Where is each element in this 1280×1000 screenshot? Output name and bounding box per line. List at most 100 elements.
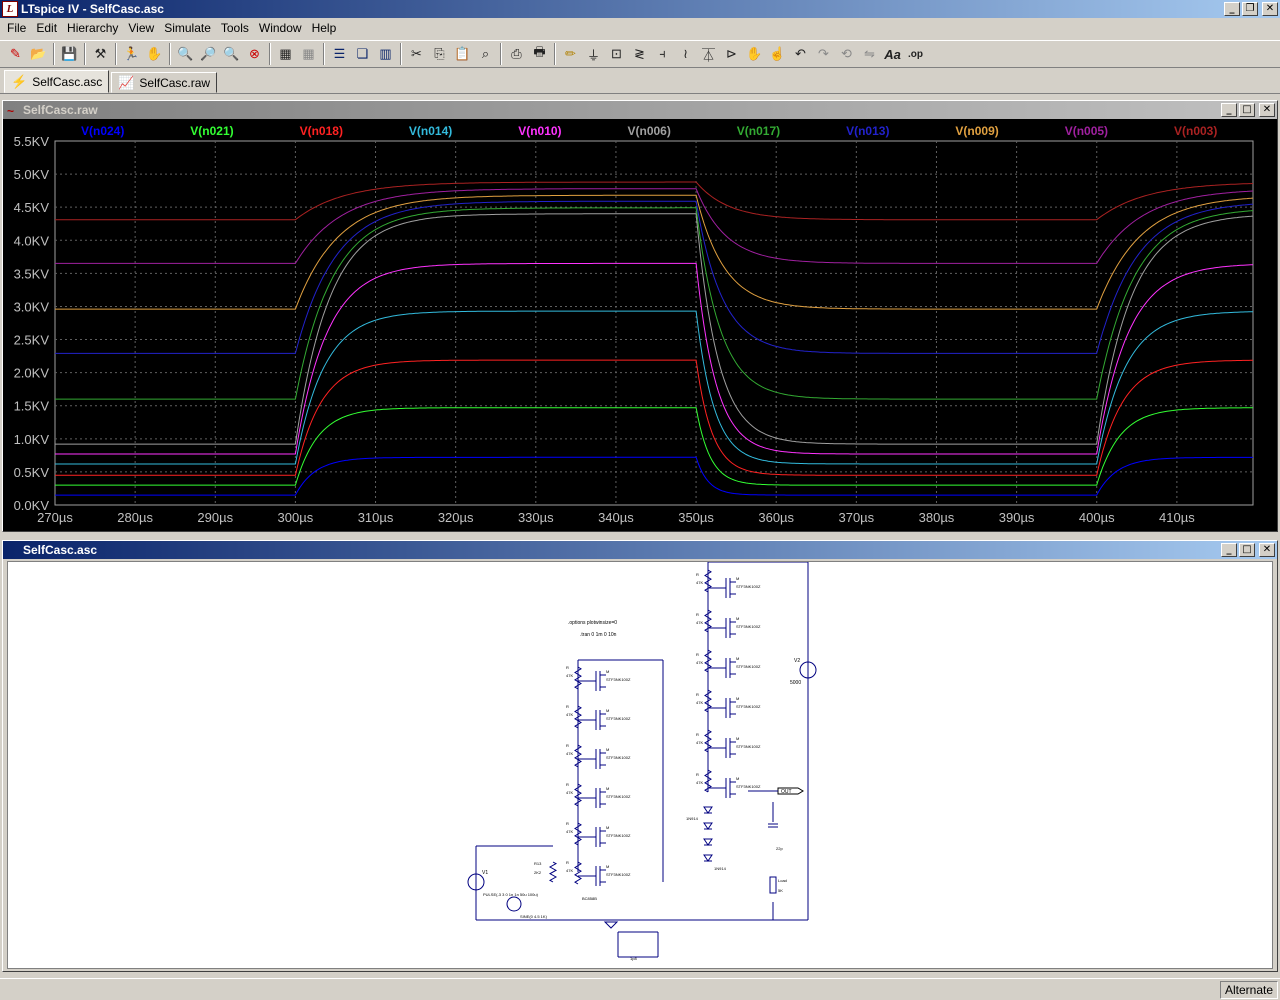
undo-icon[interactable]: ↶ bbox=[795, 46, 806, 61]
toolbar-separator bbox=[500, 43, 502, 65]
y-tick-label: 5.0KV bbox=[14, 167, 50, 182]
print-icon[interactable]: 🖶 bbox=[533, 44, 546, 59]
capacitor-icon[interactable]: ⫞ bbox=[659, 46, 666, 61]
schematic-maximize-button[interactable]: □ bbox=[1239, 543, 1255, 557]
text-icon[interactable]: Aa bbox=[884, 46, 901, 62]
spice-directive-icon[interactable]: .op bbox=[908, 48, 923, 60]
mosfet-label: M bbox=[606, 747, 609, 752]
schematic-icon: ⚡ bbox=[11, 73, 28, 89]
resistor-ref: R bbox=[566, 665, 569, 670]
copy-icon[interactable]: ⎘ bbox=[434, 46, 445, 61]
menu-edit[interactable]: Edit bbox=[36, 21, 58, 35]
mirror-icon[interactable]: ⇋ bbox=[864, 46, 875, 61]
waveform-maximize-button[interactable]: □ bbox=[1239, 103, 1255, 117]
open-folder-icon[interactable]: 📂 bbox=[30, 46, 47, 61]
run-icon[interactable]: 🏃 bbox=[123, 46, 140, 61]
schematic-close-button[interactable]: ✕ bbox=[1259, 543, 1275, 557]
trace-vn013 bbox=[55, 200, 1254, 354]
drag-hand-icon[interactable]: ☝ bbox=[769, 46, 786, 61]
draw-wire-icon[interactable]: ✏ bbox=[565, 46, 576, 61]
waveform-close-button[interactable]: ✕ bbox=[1259, 103, 1275, 117]
halt-hand-icon[interactable]: ✋ bbox=[146, 46, 163, 61]
menu-view[interactable]: View bbox=[128, 21, 155, 35]
find-binoculars-icon[interactable]: ⌕ bbox=[481, 46, 490, 61]
rotate-icon[interactable]: ⟲ bbox=[841, 46, 852, 61]
mosfet-label: M bbox=[606, 786, 609, 791]
mosfet-label: M bbox=[606, 669, 609, 674]
resistor-value: 47K bbox=[696, 780, 703, 785]
save-icon[interactable]: 💾 bbox=[61, 46, 78, 61]
x-tick-label: 300µs bbox=[278, 510, 314, 525]
tab-selfcasc-asc[interactable]: ⚡ SelfCasc.asc bbox=[4, 70, 110, 93]
q1-model: BC858B bbox=[582, 896, 597, 901]
waveform-window-title-bar[interactable]: ~ SelfCasc.raw _ □ ✕ bbox=[3, 101, 1277, 119]
tab-selfcasc-raw[interactable]: 📈 SelfCasc.raw bbox=[111, 72, 218, 93]
component-icon[interactable]: ⊳ bbox=[726, 46, 737, 61]
x-tick-label: 380µs bbox=[919, 510, 955, 525]
menu-window[interactable]: Window bbox=[258, 21, 302, 35]
schematic-window-title-bar[interactable]: SelfCasc.asc _ □ ✕ bbox=[3, 541, 1277, 559]
cascade-icon[interactable]: ❏ bbox=[356, 46, 369, 61]
spice-directive: .options plotwinsize=0 bbox=[568, 620, 617, 626]
mosfet-model: STF3NK100Z bbox=[736, 784, 761, 789]
inductor-icon[interactable]: ≀ bbox=[683, 46, 688, 61]
trace-vn010 bbox=[55, 262, 1254, 455]
legend-entry: V(n018) bbox=[300, 124, 343, 138]
pan-icon[interactable]: 🔎 bbox=[200, 46, 217, 61]
control-panel-hammer-icon[interactable]: ⚒ bbox=[94, 46, 107, 61]
tile-vertical-icon[interactable]: ▥ bbox=[379, 46, 392, 61]
cut-icon[interactable]: ✂ bbox=[411, 46, 422, 61]
y-tick-label: 1.5KV bbox=[14, 399, 50, 414]
grid-icon[interactable]: ▦ bbox=[302, 46, 315, 61]
new-schematic-icon[interactable]: ✎ bbox=[10, 46, 21, 61]
mosfet-model: STF3NK100Z bbox=[736, 664, 761, 669]
mosfet-label: M bbox=[736, 616, 739, 621]
main-toolbar: ✎ 📂 💾 ⚒ 🏃 ✋ 🔍 🔎 🔍 ⊗ ▦ ▦ ☰ ❏ ▥ ✂ ⎘ 📋 ⌕ ⎙ … bbox=[0, 40, 1280, 68]
waveform-minimize-button[interactable]: _ bbox=[1221, 103, 1237, 117]
move-hand-icon[interactable]: ✋ bbox=[746, 46, 763, 61]
legend-entry: V(n013) bbox=[846, 124, 889, 138]
resistor-value: 47K bbox=[566, 868, 573, 873]
redo-icon[interactable]: ↷ bbox=[818, 46, 829, 61]
resistor-ref: R bbox=[566, 860, 569, 865]
main-title-bar[interactable]: L LTspice IV - SelfCasc.asc _ ❐ ✕ bbox=[0, 0, 1280, 18]
schematic-minimize-button[interactable]: _ bbox=[1221, 543, 1237, 557]
restore-button[interactable]: ❐ bbox=[1242, 2, 1258, 16]
diode-icon[interactable]: ⏄ bbox=[701, 47, 715, 63]
autorange-icon[interactable]: ▦ bbox=[279, 46, 292, 61]
diode-symbol bbox=[703, 854, 713, 862]
menu-hierarchy[interactable]: Hierarchy bbox=[67, 21, 119, 35]
schematic-window: SelfCasc.asc _ □ ✕ R 47K M STF3NK100Z R 47K M S… bbox=[2, 540, 1278, 972]
resistor-ref: R bbox=[566, 743, 569, 748]
window-title: LTspice IV - SelfCasc.asc bbox=[21, 2, 164, 16]
tile-horizontal-icon[interactable]: ☰ bbox=[333, 46, 346, 61]
resistor-icon[interactable]: ≷ bbox=[634, 46, 645, 61]
ground-icon[interactable]: ⏚ bbox=[586, 47, 600, 63]
y-tick-label: 2.5KV bbox=[14, 333, 50, 348]
paste-icon[interactable]: 📋 bbox=[454, 46, 471, 61]
label-net-icon[interactable]: ⊡ bbox=[611, 46, 622, 61]
zoom-in-icon[interactable]: 🔍 bbox=[177, 46, 194, 61]
schematic-drawing[interactable]: R47KMSTF3NK100ZR47KMSTF3NK100ZR47KMSTF3N… bbox=[8, 561, 1272, 968]
resistor-ref: R bbox=[696, 652, 699, 657]
close-button[interactable]: ✕ bbox=[1262, 2, 1278, 16]
menu-tools[interactable]: Tools bbox=[220, 21, 249, 35]
ltspice-logo-icon[interactable]: L bbox=[2, 1, 18, 17]
menu-simulate[interactable]: Simulate bbox=[164, 21, 211, 35]
diode-model: 1N914 bbox=[686, 816, 699, 821]
menu-file[interactable]: File bbox=[7, 21, 27, 35]
menu-bar: File Edit Hierarchy View Simulate Tools … bbox=[0, 18, 1280, 38]
x-tick-label: 370µs bbox=[838, 510, 874, 525]
trace-vn005 bbox=[55, 188, 1254, 264]
y-tick-label: 4.0KV bbox=[14, 233, 50, 248]
document-tabs: ⚡ SelfCasc.asc 📈 SelfCasc.raw bbox=[0, 70, 1280, 94]
minimize-button[interactable]: _ bbox=[1224, 2, 1240, 16]
zoom-fit-icon[interactable]: ⊗ bbox=[249, 46, 260, 61]
x-tick-label: 350µs bbox=[678, 510, 714, 525]
menu-help[interactable]: Help bbox=[311, 21, 337, 35]
zoom-out-icon[interactable]: 🔍 bbox=[223, 46, 240, 61]
print-setup-icon[interactable]: ⎙ bbox=[511, 46, 522, 61]
